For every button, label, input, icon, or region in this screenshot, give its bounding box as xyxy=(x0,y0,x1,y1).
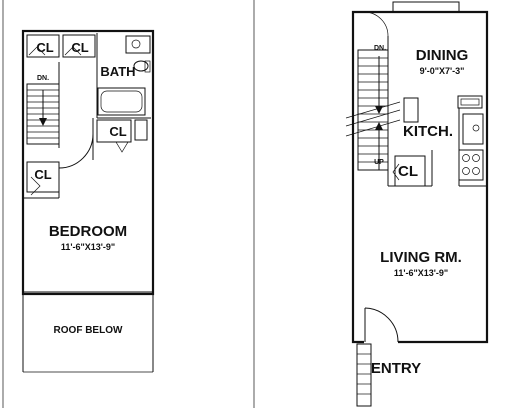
kitchen-fridge xyxy=(457,95,483,109)
closet-hall-label: CL xyxy=(109,124,126,139)
dining-dims: 9'-0"X7'-3" xyxy=(420,66,465,76)
closet-top-left: CL xyxy=(26,34,60,58)
bedroom-name: BEDROOM xyxy=(49,223,127,240)
bath-tub xyxy=(97,87,146,116)
closet-top-middle-label: CL xyxy=(71,40,88,55)
bathroom: BATH xyxy=(96,33,151,119)
upper-stair: DN. xyxy=(26,62,60,148)
kitchen-counter xyxy=(403,97,419,123)
closet-bedroom-label: CL xyxy=(34,167,51,182)
bath-toilet xyxy=(133,60,149,72)
kitchen-range xyxy=(458,149,484,181)
bath-sink xyxy=(125,35,151,54)
living-name: LIVING RM. xyxy=(380,249,462,266)
entry-steps: ENTRY xyxy=(356,343,421,407)
roof-below-label: ROOF BELOW xyxy=(54,325,123,336)
kitchen-label: KITCH. xyxy=(403,123,453,140)
closet-main: CL xyxy=(387,150,433,187)
closet-top-middle: CL xyxy=(62,34,96,58)
closet-hall: CL xyxy=(96,119,148,153)
closet-main-label: CL xyxy=(398,163,418,180)
main-stair-up-label: UP xyxy=(374,159,384,166)
kitchen-sink xyxy=(462,113,484,145)
roof-below-area: ROOF BELOW xyxy=(22,294,154,373)
dining-window xyxy=(392,1,460,13)
bedroom: BEDROOM 11'-6"X13'-9" xyxy=(49,223,127,252)
living-dims: 11'-6"X13'-9" xyxy=(394,268,448,278)
main-floor-outer-wall xyxy=(351,10,489,344)
closet-top-left-label: CL xyxy=(36,40,53,55)
dining-name: DINING xyxy=(416,47,469,64)
hall-landing xyxy=(58,118,94,169)
upper-floor-plan: ROOF BELOW CL CL BATH xyxy=(21,29,155,373)
upper-stair-label: DN. xyxy=(37,75,49,82)
bath-label: BATH xyxy=(100,64,135,79)
living-room: LIVING RM. 11'-6"X13'-9" xyxy=(380,249,462,278)
kitchen: KITCH. xyxy=(403,95,487,187)
main-stair: DN. UP xyxy=(345,11,401,171)
entry-door xyxy=(364,307,399,343)
upper-floor-outer-wall xyxy=(21,29,155,296)
entry-label: ENTRY xyxy=(371,360,421,377)
main-floor-plan: DN. UP DINING 9'-0"X7'-3" KITCH. xyxy=(345,1,489,407)
bedroom-dims: 11'-6"X13'-9" xyxy=(61,242,115,252)
dining-room: DINING 9'-0"X7'-3" xyxy=(416,47,469,76)
closet-bedroom: CL xyxy=(26,161,60,196)
main-stair-down-label: DN. xyxy=(374,45,386,52)
